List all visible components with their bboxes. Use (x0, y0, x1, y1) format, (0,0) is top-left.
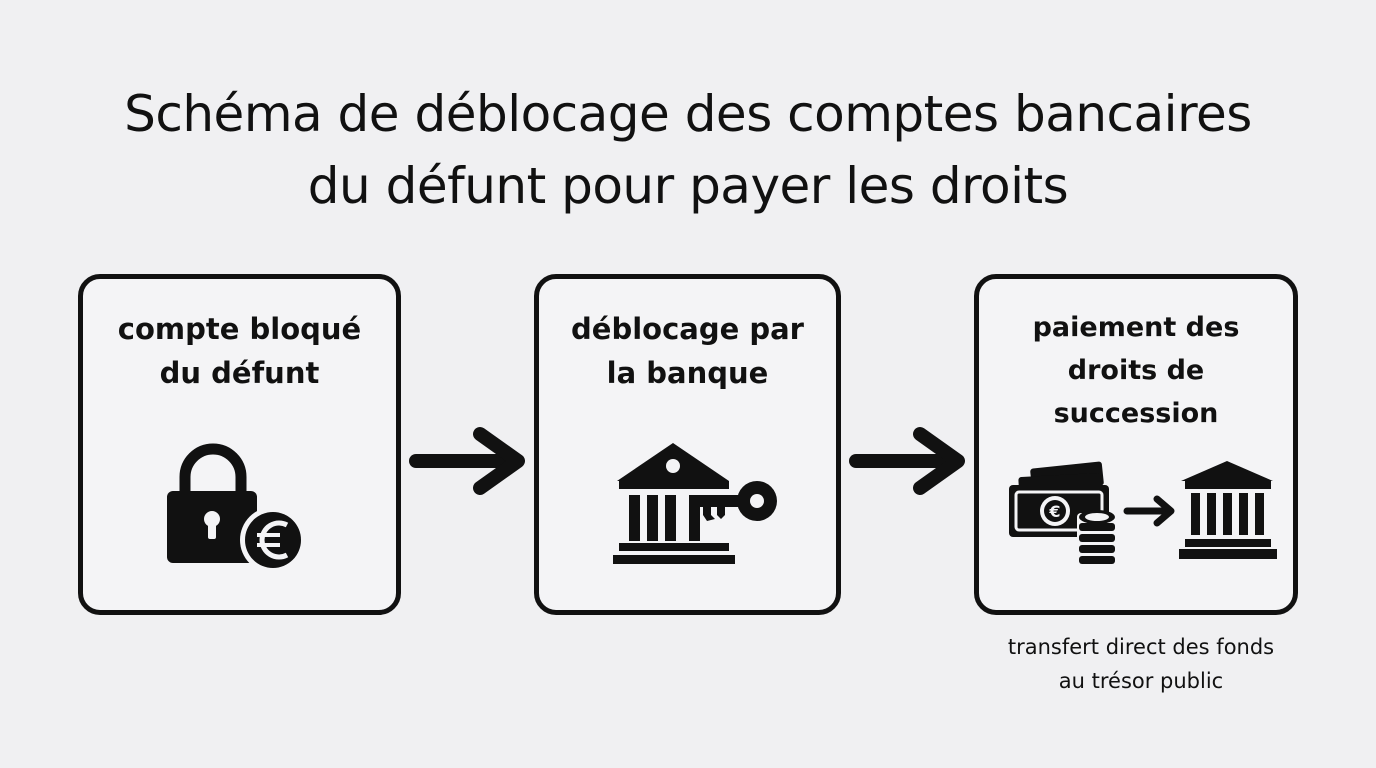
money-to-bank-icon: € (1009, 461, 1277, 567)
step-2-label: déblocage par la banque (539, 307, 836, 395)
transfer-note-line-1: transfert direct des fonds (1007, 635, 1275, 659)
padlock-euro-icon (167, 443, 306, 573)
step-2-label-line-2: la banque (606, 356, 769, 390)
step-1-label-line-2: du défunt (159, 356, 320, 390)
step-3-label: paiement des droits de succession (979, 306, 1293, 435)
step-box-pay-duties: paiement des droits de succession € (974, 274, 1298, 615)
transfer-note: transfert direct des fonds au trésor pub… (974, 630, 1308, 698)
step-1-label: compte bloqué du défunt (83, 307, 396, 395)
step-3-label-line-1: paiement des (1032, 312, 1240, 343)
transfer-note-line-2: au trésor public (1058, 669, 1224, 693)
diagram-title-line-2: du défunt pour payer les droits (307, 157, 1069, 215)
diagram-title-line-1: Schéma de déblocage des comptes bancaire… (124, 85, 1252, 143)
arrow-right-icon (409, 427, 525, 495)
step-2-label-line-1: déblocage par (571, 312, 804, 346)
step-3-label-line-2: droits de (1067, 355, 1205, 386)
step-1-label-line-1: compte bloqué (117, 312, 362, 346)
bank-key-icon (613, 443, 777, 564)
diagram-title: Schéma de déblocage des comptes bancaire… (0, 78, 1376, 222)
step-box-locked-account: compte bloqué du défunt (78, 274, 401, 615)
step-box-bank-unlock: déblocage par la banque (534, 274, 841, 615)
arrow-right-icon (849, 427, 965, 495)
step-3-label-line-3: succession (1053, 398, 1219, 429)
svg-text:€: € (1048, 502, 1060, 521)
